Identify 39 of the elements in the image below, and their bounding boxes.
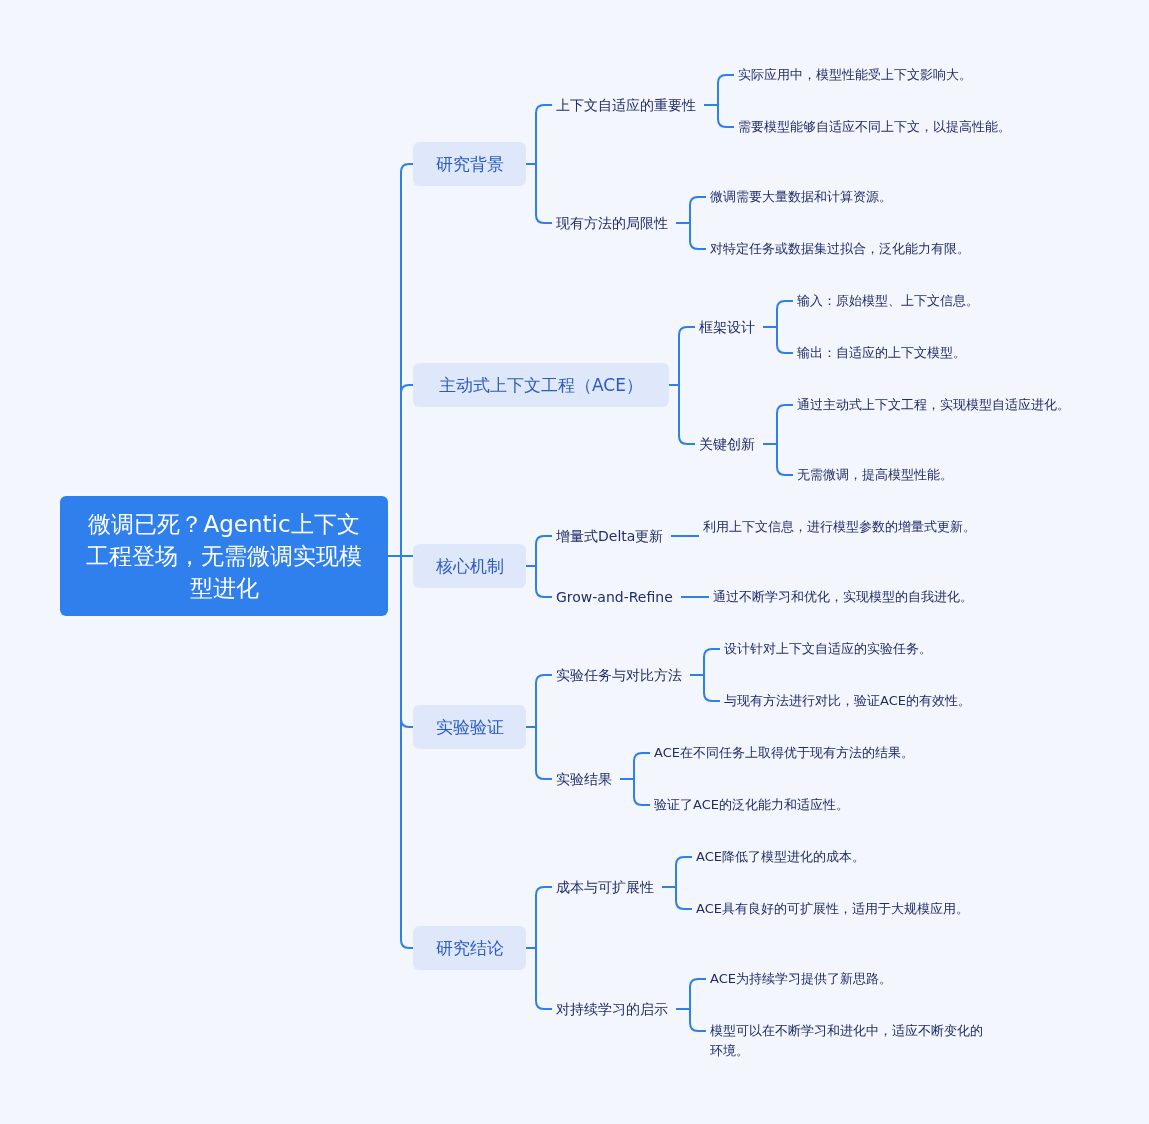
detail-text: 对特定任务或数据集过拟合，泛化能力有限。 [710, 239, 970, 259]
detail-text: 通过不断学习和优化，实现模型的自我进化。 [713, 587, 973, 607]
main-topic-box: 实验验证 [413, 705, 526, 749]
detail-text: ACE降低了模型进化的成本。 [696, 847, 865, 867]
detail-text: 设计针对上下文自适应的实验任务。 [724, 639, 932, 659]
detail-text: 利用上下文信息，进行模型参数的增量式更新。 [703, 517, 985, 537]
connector-line [670, 535, 700, 537]
detail-text: ACE为持续学习提供了新思路。 [710, 969, 892, 989]
detail-text: 输入：原始模型、上下文信息。 [797, 291, 979, 311]
detail-text: 验证了ACE的泛化能力和适应性。 [654, 795, 849, 815]
connector-line [525, 726, 553, 780]
detail-text: 输出：自适应的上下文模型。 [797, 343, 966, 363]
main-topic-box: 研究背景 [413, 142, 526, 186]
subtopic-text: 现有方法的局限性 [556, 213, 668, 233]
subtopic-text: 关键创新 [699, 434, 755, 454]
detail-text: 通过主动式上下文工程，实现模型自适应进化。 [797, 395, 1082, 415]
subtopic-text: 上下文自适应的重要性 [556, 95, 696, 115]
subtopic-text: 实验任务与对比方法 [556, 665, 682, 685]
connector-line [525, 947, 553, 1010]
main-topic-box: 核心机制 [413, 544, 526, 588]
detail-text: ACE具有良好的可扩展性，适用于大规模应用。 [696, 899, 978, 919]
subtopic-text: Grow-and-Refine [556, 587, 673, 607]
main-topic-box: 研究结论 [413, 926, 526, 970]
detail-text: ACE在不同任务上取得优于现有方法的结果。 [654, 743, 914, 763]
connector-line [680, 596, 710, 598]
detail-text: 与现有方法进行对比，验证ACE的有效性。 [724, 691, 971, 711]
connector-line [525, 565, 553, 598]
detail-text: 无需微调，提高模型性能。 [797, 465, 953, 485]
detail-text: 需要模型能够自适应不同上下文，以提高性能。 [738, 117, 1023, 137]
detail-text: 模型可以在不断学习和进化中，适应不断变化的环境。 [710, 1021, 992, 1061]
subtopic-text: 增量式Delta更新 [556, 526, 664, 546]
subtopic-text: 框架设计 [699, 317, 755, 337]
central-topic-box: 微调已死？Agentic上下文工程登场，无需微调实现模型进化 [60, 496, 388, 616]
subtopic-text: 实验结果 [556, 769, 612, 789]
subtopic-text: 对持续学习的启示 [556, 999, 668, 1019]
subtopic-text: 成本与可扩展性 [556, 877, 654, 897]
main-topic-box: 主动式上下文工程（ACE） [413, 363, 669, 407]
detail-text: 微调需要大量数据和计算资源。 [710, 187, 892, 207]
detail-text: 实际应用中，模型性能受上下文影响大。 [738, 65, 972, 85]
